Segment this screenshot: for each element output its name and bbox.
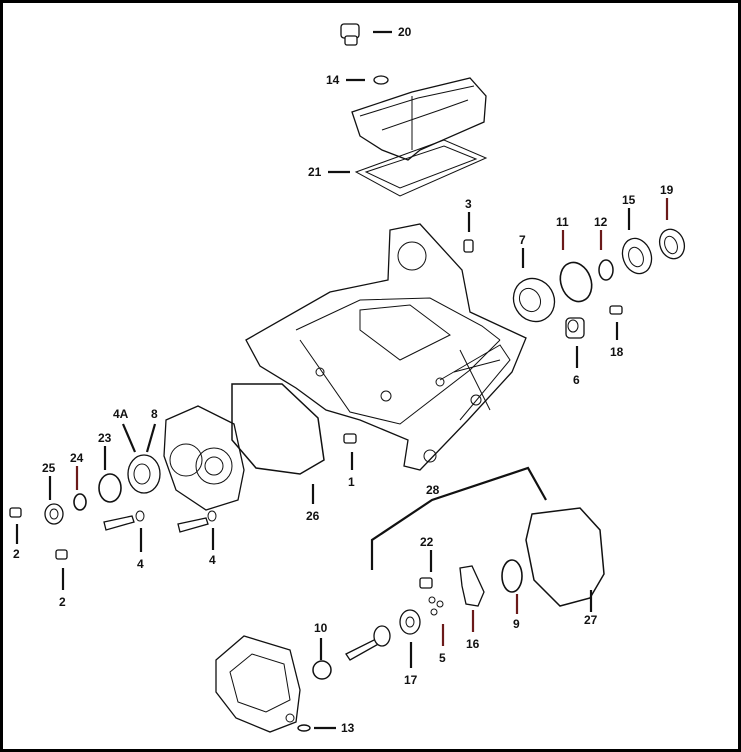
callout-4b: 4 bbox=[209, 553, 216, 567]
callout-2b: 2 bbox=[59, 595, 66, 609]
part-16-lever bbox=[459, 565, 485, 607]
callout-12: 12 bbox=[594, 215, 608, 229]
callout-4A: 4A bbox=[113, 407, 129, 421]
callout-15: 15 bbox=[622, 193, 636, 207]
callout-4a: 4 bbox=[137, 557, 144, 571]
callout-10: 10 bbox=[314, 621, 328, 635]
callout-8: 8 bbox=[151, 407, 158, 421]
part-21-gasket bbox=[354, 139, 488, 197]
callout-1: 1 bbox=[348, 475, 355, 489]
callout-7: 7 bbox=[519, 233, 526, 247]
gasket-inner-edge bbox=[364, 145, 478, 189]
shift-shaft bbox=[345, 625, 391, 661]
part-12-oring bbox=[598, 259, 614, 281]
part-13-oring bbox=[297, 724, 311, 732]
part-2-dowel-b bbox=[55, 549, 68, 560]
transmission-housing bbox=[245, 223, 527, 471]
side-door bbox=[163, 405, 245, 511]
callout-17: 17 bbox=[404, 673, 418, 687]
part-1-dowel bbox=[343, 433, 357, 444]
callout-11: 11 bbox=[556, 215, 569, 229]
callout-18: 18 bbox=[610, 345, 624, 359]
part-18-pin bbox=[609, 305, 623, 315]
part-9-retaining-ring bbox=[501, 559, 523, 593]
part-15-seal bbox=[621, 237, 653, 275]
end-cover bbox=[215, 635, 301, 733]
part-19-spacer bbox=[658, 228, 686, 260]
callout-21: 21 bbox=[308, 165, 322, 179]
callout-2a: 2 bbox=[13, 547, 20, 561]
callout-27: 27 bbox=[584, 613, 598, 627]
part-4-screw-b bbox=[177, 510, 217, 533]
callout-19: 19 bbox=[660, 183, 674, 197]
part-23-retaining-ring bbox=[98, 473, 122, 503]
part-6-bushing bbox=[565, 317, 585, 339]
callout-13: 13 bbox=[341, 721, 355, 735]
callout-16: 16 bbox=[466, 637, 480, 651]
part-24-washer bbox=[73, 493, 87, 511]
part-17-washer bbox=[399, 609, 421, 635]
part-25-nut bbox=[44, 503, 64, 525]
part-26-gasket bbox=[231, 383, 325, 475]
callout-14: 14 bbox=[326, 73, 340, 87]
part-4-screw-a bbox=[103, 510, 145, 531]
part-20-switch bbox=[340, 23, 360, 46]
part-3-dowel bbox=[463, 239, 474, 253]
callout-5: 5 bbox=[439, 651, 446, 665]
callout-25: 25 bbox=[42, 461, 56, 475]
callout-24: 24 bbox=[70, 451, 84, 465]
callout-3: 3 bbox=[465, 197, 472, 211]
part-11-retaining-ring bbox=[559, 261, 593, 303]
callout-26: 26 bbox=[306, 509, 320, 523]
part-22-fitting bbox=[419, 577, 433, 589]
part-27-gasket bbox=[525, 507, 605, 607]
part-10-oring bbox=[312, 660, 332, 680]
callout-28: 28 bbox=[426, 483, 440, 497]
part-5-balls bbox=[428, 596, 444, 616]
part-2-dowel-a bbox=[9, 507, 22, 518]
callout-6: 6 bbox=[573, 373, 580, 387]
leader-lines bbox=[15, 30, 669, 730]
top-cover bbox=[351, 77, 487, 161]
callout-9: 9 bbox=[513, 617, 520, 631]
callout-20: 20 bbox=[398, 25, 412, 39]
part-7-bearing bbox=[512, 277, 556, 323]
callout-22: 22 bbox=[420, 535, 434, 549]
callout-23: 23 bbox=[98, 431, 112, 445]
part-14-oring bbox=[373, 75, 389, 85]
part-8-bearing bbox=[127, 454, 161, 494]
